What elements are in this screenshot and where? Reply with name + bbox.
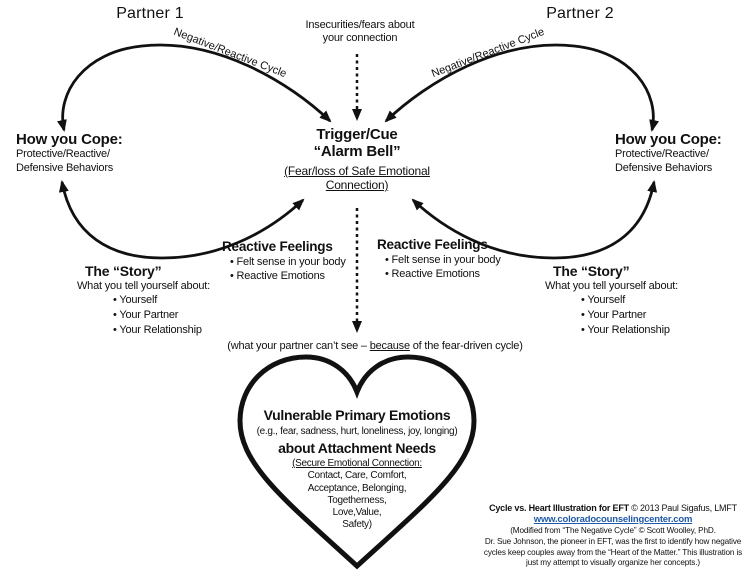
- insecurities-note: Insecurities/fears about your connection: [280, 19, 440, 45]
- reactive-left-bullet: Felt sense in your body: [230, 255, 346, 269]
- story-right-title: The “Story”: [553, 263, 630, 279]
- trigger-subtitle: “Alarm Bell”: [313, 143, 401, 160]
- heart-needs-line: Love,Value,: [332, 507, 382, 519]
- reactive-right-block: Reactive Feelings Felt sense in your bod…: [377, 237, 501, 281]
- reactive-right-bullet: Felt sense in your body: [385, 253, 501, 267]
- cope-left-block: How you Cope: Protective/Reactive/ Defen…: [16, 131, 123, 175]
- hidden-note-suffix: of the fear-driven cycle): [409, 340, 523, 352]
- story-right-bullet: Yourself: [581, 293, 678, 308]
- heart-content: Vulnerable Primary Emotions (e.g., fear,…: [237, 407, 477, 531]
- heart-needs-intro: (Secure Emotional Connection:: [292, 458, 422, 470]
- insecurities-line2: your connection: [322, 32, 398, 44]
- hidden-note: (what your partner can’t see – because o…: [180, 340, 570, 352]
- reactive-right-bullet: Reactive Emotions: [385, 267, 501, 281]
- heart-examples: (e.g., fear, sadness, hurt, loneliness, …: [256, 426, 458, 437]
- reactive-left-title: Reactive Feelings: [222, 239, 333, 254]
- cope-left-line2: Defensive Behaviors: [16, 161, 114, 174]
- story-left-bullet: Your Relationship: [113, 323, 210, 338]
- attribution-title-bold: Cycle vs. Heart Illustration for EFT: [489, 503, 629, 513]
- attribution-line4: Dr. Sue Johnson, the pioneer in EFT, was…: [484, 536, 742, 546]
- heart-needs-line: Togetherness,: [327, 494, 387, 506]
- trigger-title: Trigger/Cue: [316, 126, 398, 143]
- heart-needs-line: Safety): [342, 519, 372, 531]
- cope-left-title: How you Cope:: [16, 131, 123, 148]
- cope-right-block: How you Cope: Protective/Reactive/ Defen…: [615, 131, 722, 175]
- left-top-cycle-arrow: [57, 43, 332, 132]
- heart-title: Vulnerable Primary Emotions: [263, 407, 451, 423]
- partner2-label: Partner 2: [546, 5, 614, 22]
- cope-left-line1: Protective/Reactive/: [16, 148, 110, 160]
- website-link[interactable]: www.coloradocounselingcenter.com: [533, 514, 693, 525]
- trigger-detail-line1: (Fear/loss of Safe Emotional: [284, 164, 430, 178]
- attribution-block: Cycle vs. Heart Illustration for EFT © 2…: [478, 502, 748, 569]
- attribution-title-rest: © 2013 Paul Sigafus, LMFT: [628, 503, 737, 513]
- heart-needs-line: Acceptance, Belonging,: [307, 482, 407, 494]
- cope-right-line2: Defensive Behaviors: [615, 161, 713, 174]
- trigger-block: Trigger/Cue “Alarm Bell” (Fear/loss of S…: [262, 126, 452, 192]
- right-top-cycle-arrow: [384, 43, 659, 132]
- story-right-bullet: Your Partner: [581, 308, 678, 323]
- attribution-line3: (Modified from “The Negative Cycle” © Sc…: [510, 526, 716, 535]
- trigger-detail-line2: Connection): [325, 178, 389, 192]
- story-right-subtitle: What you tell yourself about:: [545, 280, 678, 292]
- heart-needs-line: Contact, Care, Comfort,: [307, 470, 407, 482]
- reactive-left-block: Reactive Feelings Felt sense in your bod…: [222, 239, 346, 283]
- hidden-note-prefix: (what your partner can’t see –: [227, 340, 370, 352]
- heart-subtitle: about Attachment Needs: [278, 440, 436, 457]
- attribution-title-line: Cycle vs. Heart Illustration for EFT © 2…: [478, 502, 748, 514]
- attribution-line5: cycles keep couples away from the “Heart…: [483, 547, 743, 557]
- reactive-right-title: Reactive Feelings: [377, 237, 488, 252]
- insecurities-line1: Insecurities/fears about: [305, 19, 415, 31]
- cope-right-title: How you Cope:: [615, 131, 722, 148]
- story-left-bullet: Your Partner: [113, 308, 210, 323]
- story-right-block: The “Story” What you tell yourself about…: [545, 263, 678, 338]
- story-left-title: The “Story”: [85, 263, 162, 279]
- story-right-bullet: Your Relationship: [581, 323, 678, 338]
- hidden-note-underlined-word: because: [369, 340, 410, 352]
- story-left-bullet: Yourself: [113, 293, 210, 308]
- cope-right-line1: Protective/Reactive/: [615, 148, 709, 160]
- story-left-block: The “Story” What you tell yourself about…: [77, 263, 210, 338]
- story-left-subtitle: What you tell yourself about:: [77, 280, 210, 292]
- reactive-left-bullet: Reactive Emotions: [230, 269, 346, 283]
- partner1-label: Partner 1: [116, 5, 184, 22]
- attribution-line6: just my attempt to visually organize her…: [526, 558, 700, 568]
